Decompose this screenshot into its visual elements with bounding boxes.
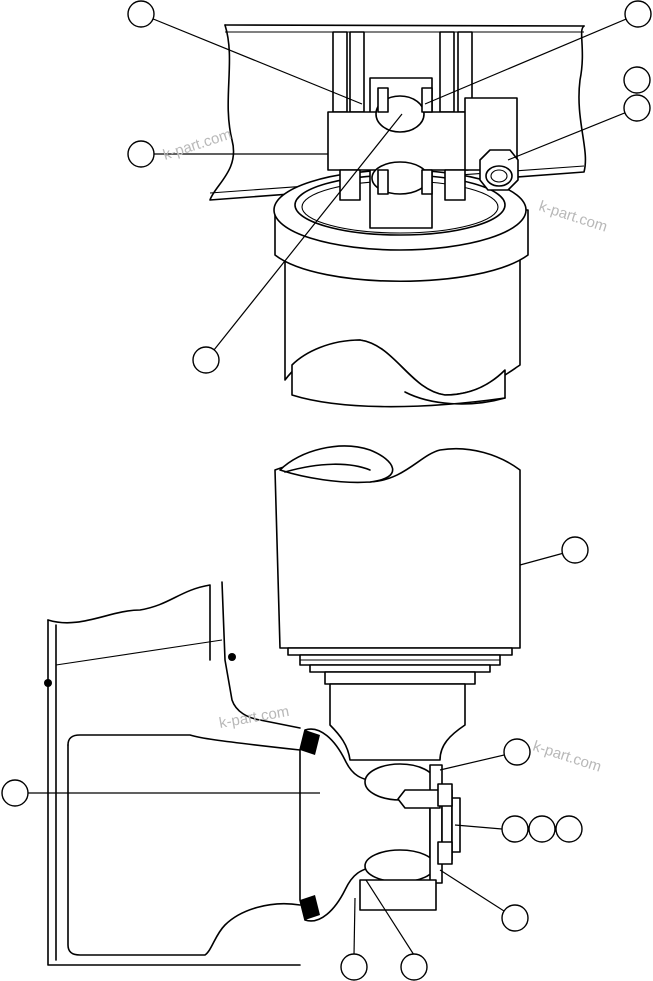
callout-13 [501, 904, 529, 932]
callout-1 [127, 0, 155, 28]
lower-bracket-plate [67, 734, 301, 956]
callout-4 [623, 94, 651, 122]
callout-14 [340, 953, 368, 981]
upper-bracket-plates [332, 31, 473, 113]
lower-left-frame [44, 581, 301, 966]
watermark-4: k-part.com [531, 738, 604, 776]
callout-7 [561, 536, 589, 564]
lower-clevis-assembly [299, 728, 461, 922]
upper-frame [209, 24, 587, 201]
lower-rod-stem [329, 683, 466, 761]
callout-6 [192, 346, 220, 374]
lower-rings [287, 647, 513, 685]
hex-nut-icon [479, 149, 519, 191]
callout-3 [623, 66, 651, 94]
watermark-1: k-part.com [161, 126, 234, 164]
callout-8 [503, 738, 531, 766]
callout-15 [400, 953, 428, 981]
watermark-2: k-part.com [537, 198, 610, 236]
callout-2 [624, 0, 652, 28]
callout-11 [528, 815, 556, 843]
leader-lines [28, 13, 639, 956]
callout-10 [501, 815, 529, 843]
callout-5 [127, 140, 155, 168]
watermark-3: k-part.com [218, 703, 291, 732]
callout-12 [555, 815, 583, 843]
callout-9 [1, 779, 29, 807]
upper-cylinder-body [284, 249, 521, 408]
upper-clevis-block [327, 77, 518, 229]
lower-cylinder-body [274, 445, 521, 649]
